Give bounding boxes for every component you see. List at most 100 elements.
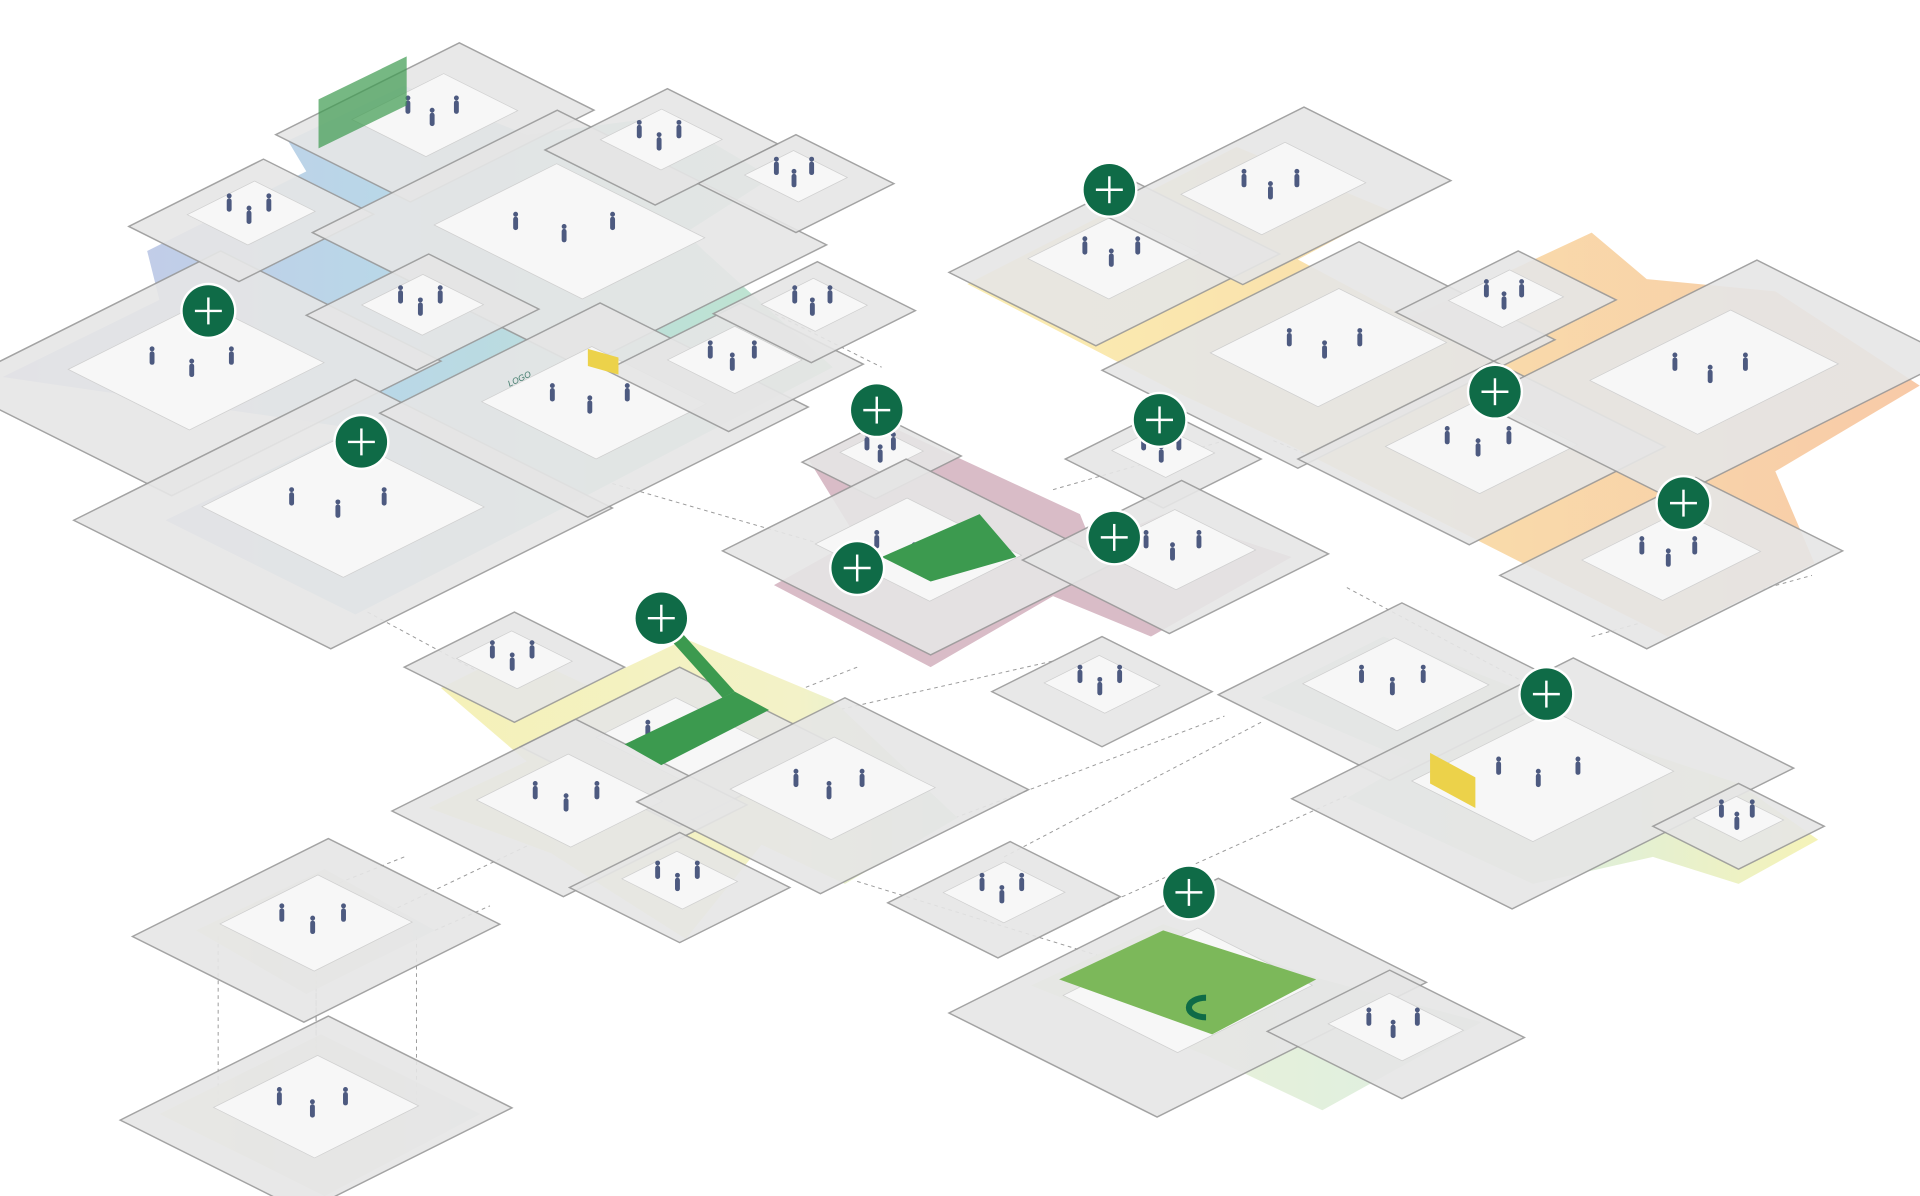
hotspot-button-right[interactable] bbox=[1466, 363, 1524, 420]
person-head bbox=[827, 285, 833, 291]
plus-icon bbox=[1095, 176, 1123, 204]
person-head bbox=[773, 156, 779, 162]
person-figure bbox=[1241, 173, 1247, 188]
room bbox=[1063, 409, 1263, 509]
person-head bbox=[1535, 768, 1541, 774]
person-head bbox=[1749, 799, 1755, 805]
hotspot-button-center-top[interactable] bbox=[848, 381, 905, 439]
person-head bbox=[1082, 236, 1088, 242]
person-head bbox=[624, 383, 630, 389]
person-figure bbox=[228, 351, 234, 365]
person-head bbox=[1734, 811, 1740, 817]
plus-icon bbox=[647, 604, 675, 632]
hotspots[interactable] bbox=[180, 161, 1712, 921]
person-figure bbox=[532, 785, 538, 800]
person-figure bbox=[1742, 357, 1748, 371]
person-figure bbox=[792, 290, 798, 304]
person-figure bbox=[999, 889, 1005, 904]
person-head bbox=[1665, 548, 1671, 554]
person-head bbox=[999, 885, 1005, 890]
hotspot-button-center[interactable] bbox=[829, 539, 886, 597]
person-head bbox=[1639, 536, 1645, 542]
hotspot-button-stairs[interactable] bbox=[633, 590, 690, 647]
person-head bbox=[1117, 664, 1123, 670]
person-figure bbox=[791, 173, 797, 188]
person-figure bbox=[279, 908, 285, 922]
hotspot-button-garden[interactable] bbox=[1160, 864, 1218, 921]
person-figure bbox=[1692, 541, 1698, 555]
plus-icon bbox=[1100, 523, 1128, 551]
person-head bbox=[310, 915, 316, 921]
person-figure bbox=[610, 216, 616, 231]
rooms bbox=[0, 42, 1920, 1196]
hotspot-button-far-right[interactable] bbox=[1655, 474, 1712, 532]
person-figure bbox=[1267, 186, 1273, 200]
person-head bbox=[1707, 364, 1713, 370]
hotspot-button-left[interactable] bbox=[333, 413, 390, 471]
plus-icon bbox=[843, 554, 871, 582]
person-head bbox=[309, 1099, 315, 1105]
person-figure bbox=[676, 124, 682, 139]
green-staircase bbox=[624, 691, 770, 766]
person-head bbox=[417, 297, 423, 303]
hotspot-button-center-right-lower[interactable] bbox=[1086, 509, 1143, 566]
person-figure bbox=[594, 785, 600, 800]
person-figure bbox=[1286, 332, 1292, 347]
plus-icon bbox=[1146, 406, 1174, 434]
person-head bbox=[694, 860, 700, 866]
person-figure bbox=[979, 877, 985, 892]
person-head bbox=[341, 903, 346, 909]
connector-line bbox=[685, 666, 858, 735]
room bbox=[1651, 782, 1826, 870]
person-figure bbox=[1575, 761, 1581, 775]
room bbox=[127, 158, 376, 283]
person-figure bbox=[1135, 241, 1141, 255]
person-head bbox=[513, 211, 519, 217]
person-figure bbox=[226, 198, 232, 212]
person-figure bbox=[1108, 253, 1114, 267]
room-furniture bbox=[1209, 288, 1448, 408]
garden-bench bbox=[1185, 994, 1207, 1021]
person-head bbox=[610, 211, 616, 217]
person-head bbox=[594, 781, 600, 786]
person-figure bbox=[1366, 1012, 1372, 1026]
hotspot-button-center-right[interactable] bbox=[1131, 391, 1188, 449]
person-head bbox=[1692, 536, 1698, 542]
person-figure bbox=[1359, 669, 1364, 684]
person-head bbox=[335, 499, 341, 505]
connector-line bbox=[1003, 721, 1262, 858]
person-head bbox=[729, 352, 735, 358]
person-head bbox=[1496, 756, 1502, 762]
person-figure bbox=[636, 124, 642, 139]
room bbox=[635, 696, 1031, 895]
hotspot-button-auditorium[interactable] bbox=[1518, 665, 1575, 723]
room bbox=[304, 253, 541, 372]
person-figure bbox=[1077, 669, 1083, 684]
hotspot-button-top-center[interactable] bbox=[1081, 161, 1138, 218]
person-figure bbox=[1749, 804, 1755, 818]
person-head bbox=[381, 487, 387, 493]
person-figure bbox=[1170, 547, 1175, 561]
person-figure bbox=[751, 345, 757, 359]
person-head bbox=[266, 193, 272, 199]
person-figure bbox=[561, 228, 567, 243]
person-head bbox=[859, 768, 865, 774]
person-figure bbox=[1639, 541, 1645, 555]
person-head bbox=[1196, 530, 1202, 535]
person-figure bbox=[266, 198, 272, 212]
person-head bbox=[1286, 328, 1292, 333]
person-head bbox=[532, 781, 538, 786]
room bbox=[696, 133, 896, 234]
person-head bbox=[398, 285, 404, 291]
person-figure bbox=[694, 865, 700, 879]
person-figure bbox=[398, 290, 404, 304]
person-head bbox=[489, 640, 495, 646]
person-figure bbox=[289, 492, 295, 506]
person-head bbox=[549, 383, 555, 389]
person-figure bbox=[890, 437, 896, 451]
person-head bbox=[429, 107, 435, 113]
hotspot-button-top-left[interactable] bbox=[180, 282, 237, 340]
person-figure bbox=[587, 400, 593, 414]
person-figure bbox=[1734, 816, 1740, 830]
person-head bbox=[343, 1087, 348, 1092]
